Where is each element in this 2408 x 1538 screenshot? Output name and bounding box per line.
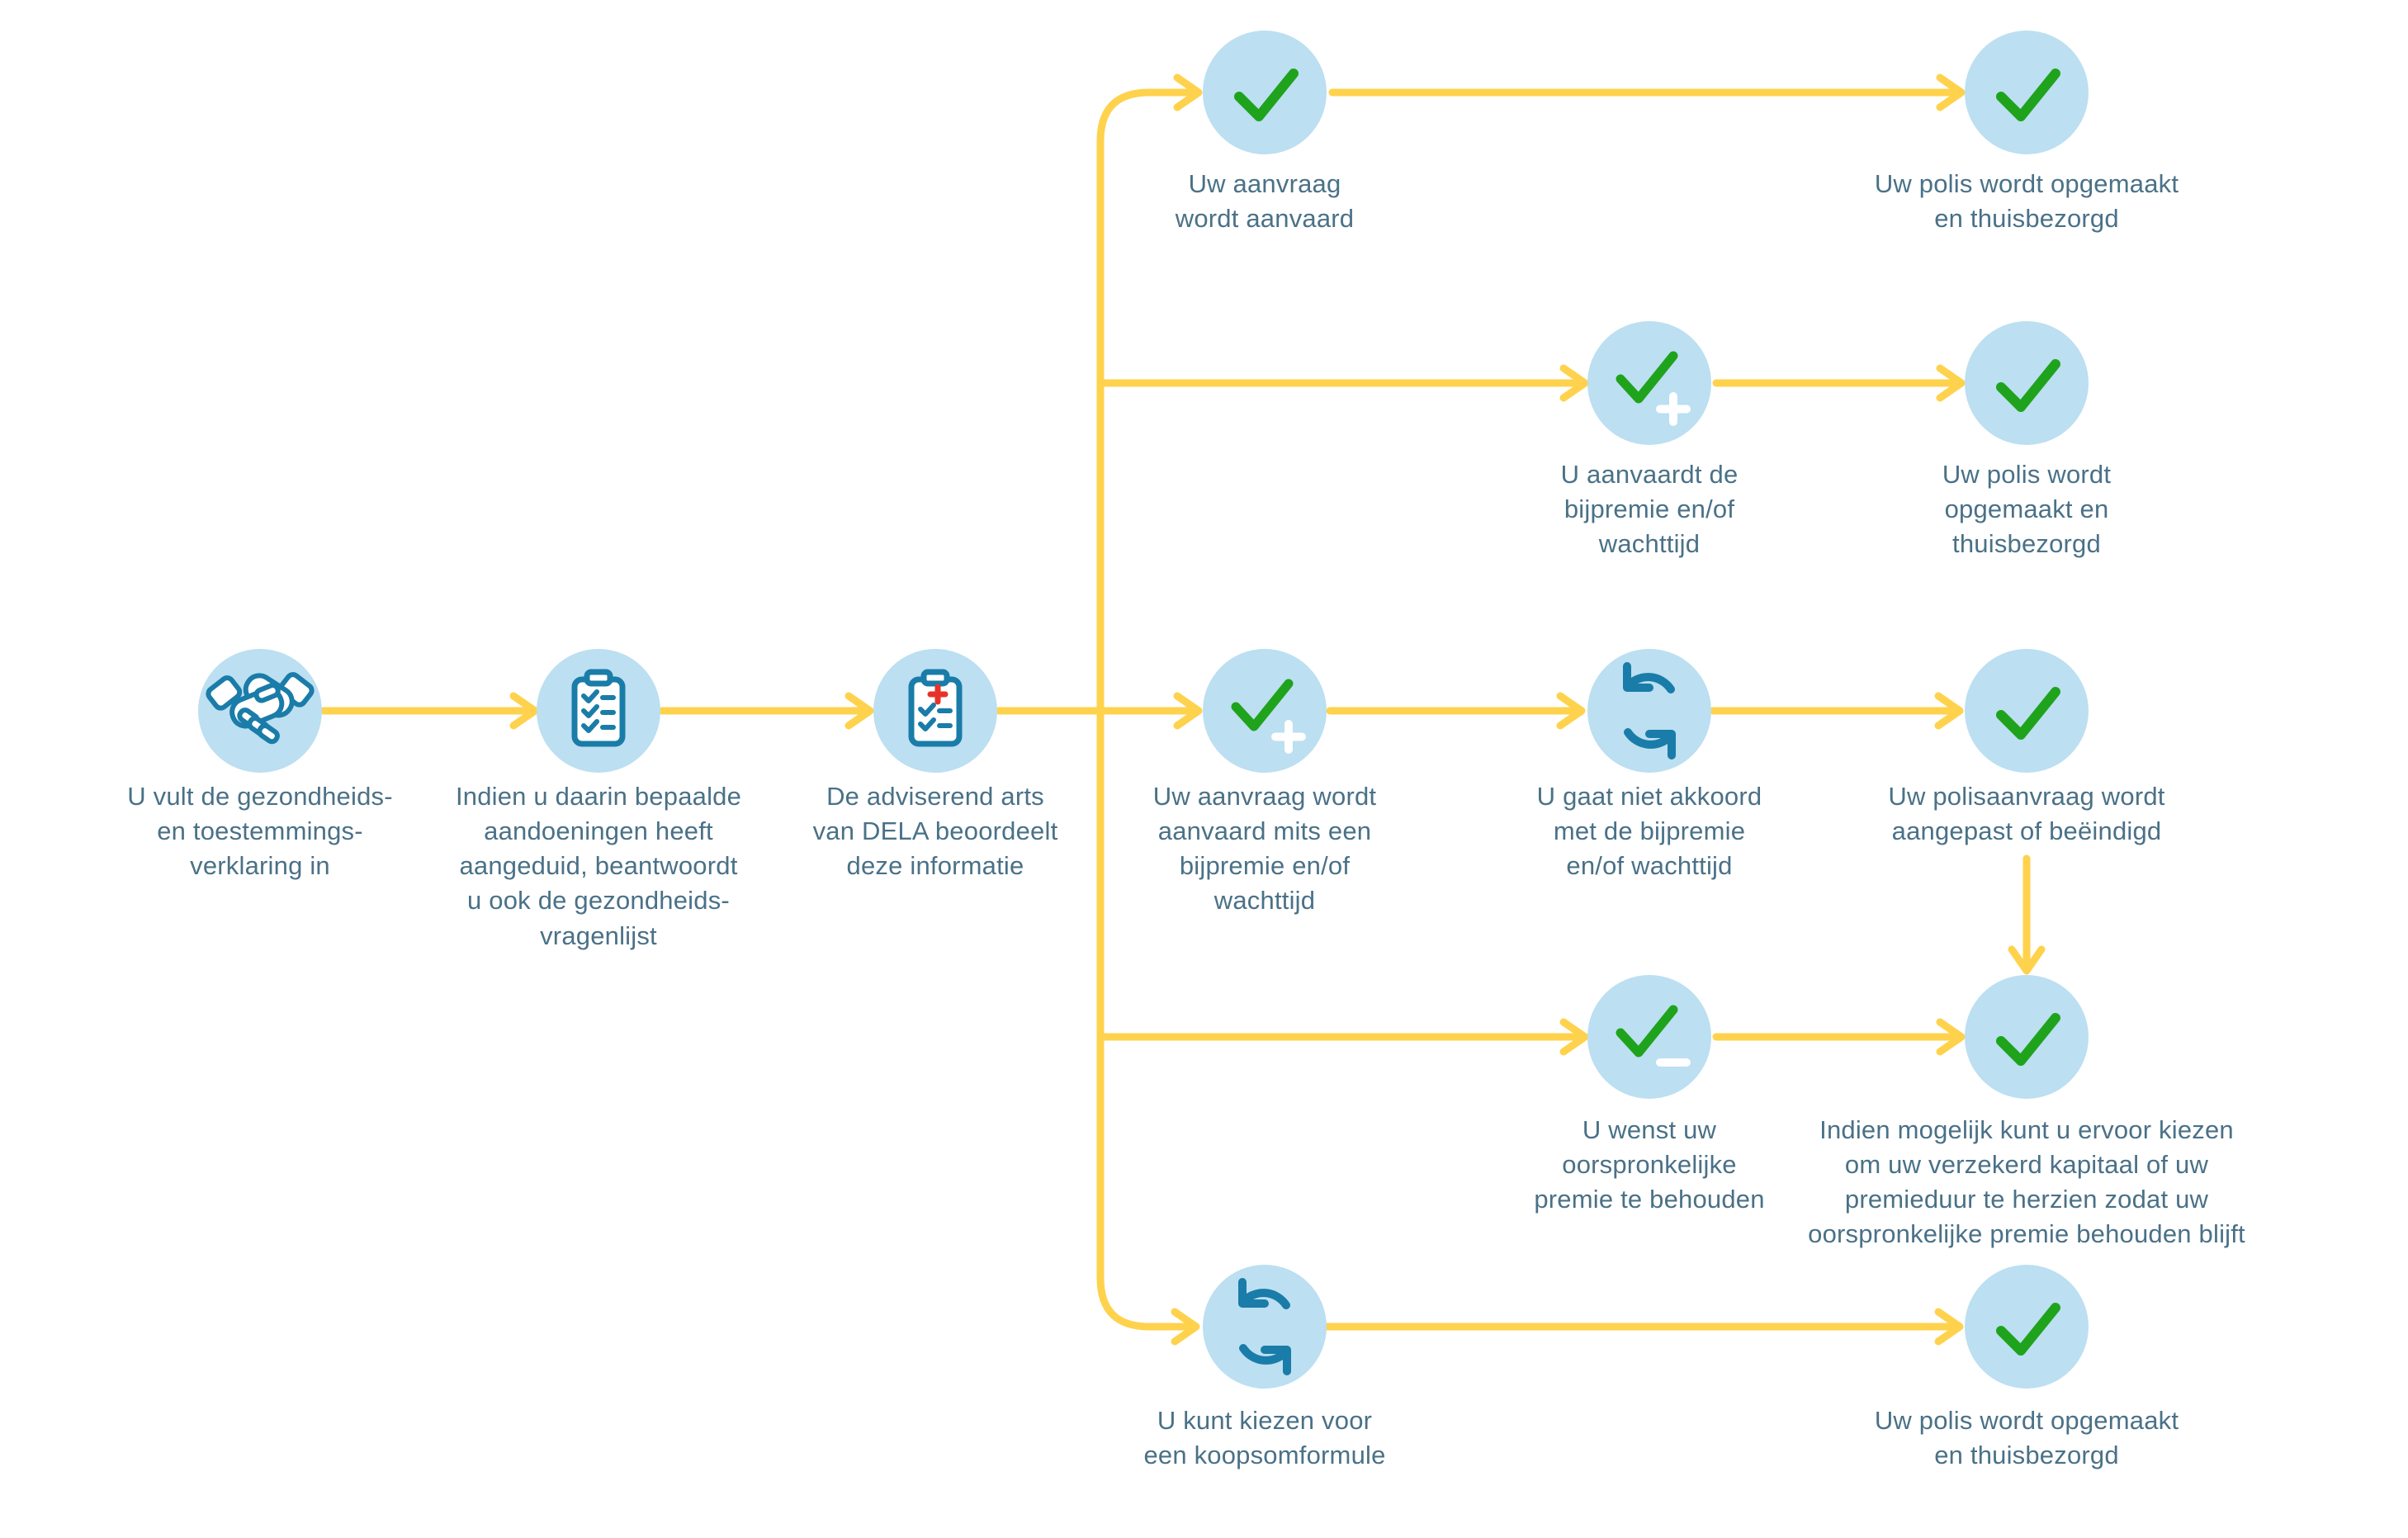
node-policy-top <box>1965 31 2089 154</box>
node-accepted <box>1203 31 1327 154</box>
node-policy-bottom <box>1965 1265 2089 1389</box>
check-plus-icon <box>1231 679 1306 754</box>
node-policy-mid-label: Uw polis wordt opgemaakt en thuisbezorgd <box>1942 460 2112 559</box>
node-start <box>198 649 322 773</box>
node-keep-premium <box>1587 975 1711 1099</box>
node-accept-surcharge-label: U aanvaardt de bijpremie en/of wachttijd <box>1560 460 1739 559</box>
check-icon <box>1996 359 2060 412</box>
node-policy-top-label: Uw polis wordt opgemaakt en thuisbezorgd <box>1874 169 2179 234</box>
node-accepted-label: Uw aanvraag wordt aanvaard <box>1175 169 1355 234</box>
check-minus-icon <box>1616 1005 1691 1067</box>
medical-clipboard-icon <box>908 669 963 747</box>
node-review <box>873 649 997 773</box>
checklist-clipboard-icon <box>571 669 626 747</box>
node-checklist <box>537 649 660 773</box>
node-checklist-label: Indien u daarin bepaalde aandoeningen he… <box>455 782 742 950</box>
node-adjusted <box>1965 649 2089 773</box>
check-icon <box>1996 687 2060 740</box>
node-lump-sum <box>1203 1265 1327 1389</box>
node-conditional <box>1203 649 1327 773</box>
sync-icon <box>1623 662 1676 760</box>
node-policy-bottom-label: Uw polis wordt opgemaakt en thuisbezorgd <box>1874 1406 2179 1470</box>
sync-icon <box>1238 1278 1291 1375</box>
node-start-label: U vult de gezondheids- en toestemmings- … <box>127 782 393 881</box>
node-review-label: De adviserend arts van DELA beoordeelt d… <box>812 782 1058 881</box>
node-lump-sum-label: U kunt kiezen voor een koopsomformule <box>1143 1406 1386 1470</box>
handshake-icon <box>206 672 315 745</box>
node-accept-surcharge <box>1587 321 1711 445</box>
check-icon <box>1996 1303 2060 1356</box>
node-conditional-label: Uw aanvraag wordt aanvaard mits een bijp… <box>1152 782 1377 916</box>
node-revise-label: Indien mogelijk kunt u ervoor kiezen om … <box>1808 1115 2245 1249</box>
node-disagree-label: U gaat niet akkoord met de bijpremie en/… <box>1536 782 1762 881</box>
node-disagree <box>1587 649 1711 773</box>
node-keep-premium-label: U wenst uw oorspronkelijke premie te beh… <box>1534 1115 1765 1214</box>
node-adjusted-label: Uw polisaanvraag wordt aangepast of beëi… <box>1888 782 2165 846</box>
check-icon <box>1996 1013 2060 1066</box>
node-policy-mid <box>1965 321 2089 445</box>
check-icon <box>1996 69 2060 121</box>
node-revise <box>1965 975 2089 1099</box>
check-icon <box>1234 69 1299 121</box>
check-plus-icon <box>1616 351 1691 426</box>
